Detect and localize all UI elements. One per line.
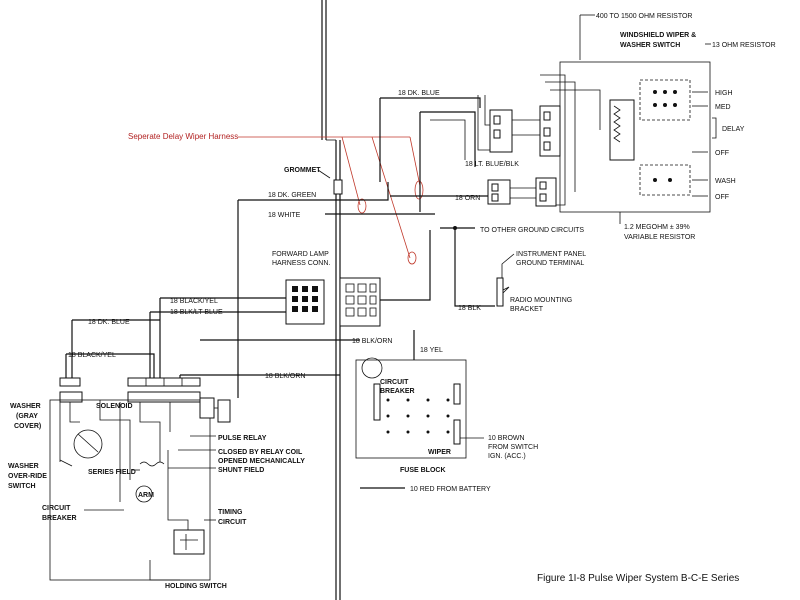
- motor-housing: [49, 399, 211, 581]
- figure-caption: Figure 1I-8 Pulse Wiper System B-C-E Ser…: [537, 573, 739, 584]
- label-brown-2: FROM SWITCH: [488, 444, 538, 451]
- label-dk-green: 18 DK. GREEN: [268, 192, 316, 199]
- label-blk: 18 BLK: [458, 305, 481, 312]
- harness-marker-2: [414, 180, 424, 200]
- label-shunt: SHUNT FIELD: [218, 467, 264, 474]
- label-blk-lt-blue: 18 BLK/LT BLUE: [170, 309, 223, 316]
- label-breaker: BREAKER: [380, 388, 415, 395]
- label-blk-orn-mid: 18 BLK/ORN: [352, 338, 392, 345]
- label-closed-2: OPENED MECHANICALLY: [218, 458, 305, 465]
- label-cb-1: CIRCUIT: [42, 505, 71, 512]
- label-grommet: GROMMET: [284, 167, 321, 174]
- timing-circuit: [173, 529, 205, 555]
- label-solenoid: SOLENOID: [96, 403, 133, 410]
- label-fwd-lamp-1: FORWARD LAMP: [272, 251, 329, 258]
- label-med: MED: [715, 104, 731, 111]
- label-black-yel: 18 BLACK/YEL: [170, 298, 218, 305]
- label-brown-1: 10 BROWN: [488, 435, 525, 442]
- label-wash: WASH: [715, 178, 736, 185]
- label-black-yel-left: 18 BLACK/YEL: [68, 352, 116, 359]
- label-dk-blue-left: 18 DK. BLUE: [88, 319, 130, 326]
- label-circuit: CIRCUIT: [380, 379, 409, 386]
- firewall-lines: [321, 0, 341, 600]
- label-annotation: Seperate Delay Wiper Harness: [128, 132, 238, 141]
- label-inst-panel-1: INSTRUMENT PANEL: [516, 251, 586, 258]
- label-white: 18 WHITE: [268, 212, 301, 219]
- label-radio-1: RADIO MOUNTING: [510, 297, 572, 304]
- label-high: HIGH: [715, 90, 733, 97]
- wiper-motor-schematic: WASHER (GRAY COVER) SOLENOID WASHER OVER…: [8, 397, 305, 590]
- label-closed-1: CLOSED BY RELAY COIL: [218, 449, 303, 456]
- fuse-block: CIRCUIT BREAKER 18 YEL WIPER FUSE BLOCK …: [355, 330, 538, 493]
- forward-lamp-connector: FORWARD LAMP HARNESS CONN.: [272, 230, 431, 327]
- pulse-relay-box: [199, 397, 215, 419]
- label-washer-3: COVER): [14, 423, 41, 430]
- label-inst-panel-2: GROUND TERMINAL: [516, 260, 584, 267]
- armature: [135, 485, 153, 503]
- radio-bracket: [496, 277, 504, 307]
- label-override-2: OVER-RIDE: [8, 473, 47, 480]
- label-fuse-block: FUSE BLOCK: [400, 467, 446, 474]
- label-washer-2: (GRAY: [16, 413, 38, 420]
- label-brown-3: IGN. (ACC.): [488, 453, 526, 460]
- label-dk-blue-top: 18 DK. BLUE: [398, 90, 440, 97]
- label-washer-1: WASHER: [10, 403, 41, 410]
- connector-top: [477, 95, 561, 157]
- label-fwd-lamp-2: HARNESS CONN.: [272, 260, 330, 267]
- label-timing-1: TIMING: [218, 509, 243, 516]
- wiper-switch-area: 400 TO 1500 OHM RESISTOR WINDSHIELD WIPE…: [540, 13, 776, 241]
- label-lt-blue-blk: 18 LT. BLUE/BLK: [465, 161, 519, 168]
- left-wires: 18 BLACK/YEL 18 BLK/LT BLUE 18 DK. BLUE …: [59, 297, 392, 403]
- washer-pump: [73, 429, 103, 459]
- label-series-field: SERIES FIELD: [88, 469, 136, 476]
- label-blk-orn: 18 BLK/ORN: [265, 373, 305, 380]
- grommet: [333, 179, 343, 195]
- label-var-res-1: 1.2 MEGOHM ± 39%: [624, 224, 690, 231]
- label-timing-2: CIRCUIT: [218, 519, 247, 526]
- label-var-res-2: VARIABLE RESISTOR: [624, 234, 695, 241]
- label-override-3: SWITCH: [8, 483, 36, 490]
- label-override-1: WASHER: [8, 463, 39, 470]
- main-wires-top: 18 DK. BLUE 18 LT. BLUE/BLK GROMMET 18 D…: [237, 90, 586, 398]
- label-off2: OFF: [715, 194, 729, 201]
- label-delay: DELAY: [722, 126, 745, 133]
- circuit-breaker-symbol: [361, 357, 383, 379]
- switch-body: [559, 61, 711, 213]
- label-resistor-400: 400 TO 1500 OHM RESISTOR: [596, 13, 693, 20]
- label-switch-title-2: WASHER SWITCH: [620, 42, 680, 49]
- label-pulse-relay: PULSE RELAY: [218, 435, 267, 442]
- label-red-battery: 10 RED FROM BATTERY: [410, 486, 491, 493]
- label-yel: 18 YEL: [420, 347, 443, 354]
- label-holding: HOLDING SWITCH: [165, 583, 227, 590]
- label-cb-2: BREAKER: [42, 515, 77, 522]
- connector-mid: [487, 177, 557, 207]
- label-other-ground: TO OTHER GROUND CIRCUITS: [480, 227, 584, 234]
- label-radio-2: BRACKET: [510, 306, 544, 313]
- label-wiper: WIPER: [428, 449, 451, 456]
- label-switch-title-1: WINDSHIELD WIPER &: [620, 32, 696, 39]
- label-orn: 18 ORN: [455, 195, 480, 202]
- label-arm: ARM: [138, 492, 154, 499]
- label-off1: OFF: [715, 150, 729, 157]
- harness-marker-3: [407, 251, 417, 265]
- harness-marker-1: [357, 198, 367, 214]
- delay-harness-annotation: Seperate Delay Wiper Harness: [128, 132, 424, 265]
- label-resistor-13: 13 OHM RESISTOR: [712, 42, 776, 49]
